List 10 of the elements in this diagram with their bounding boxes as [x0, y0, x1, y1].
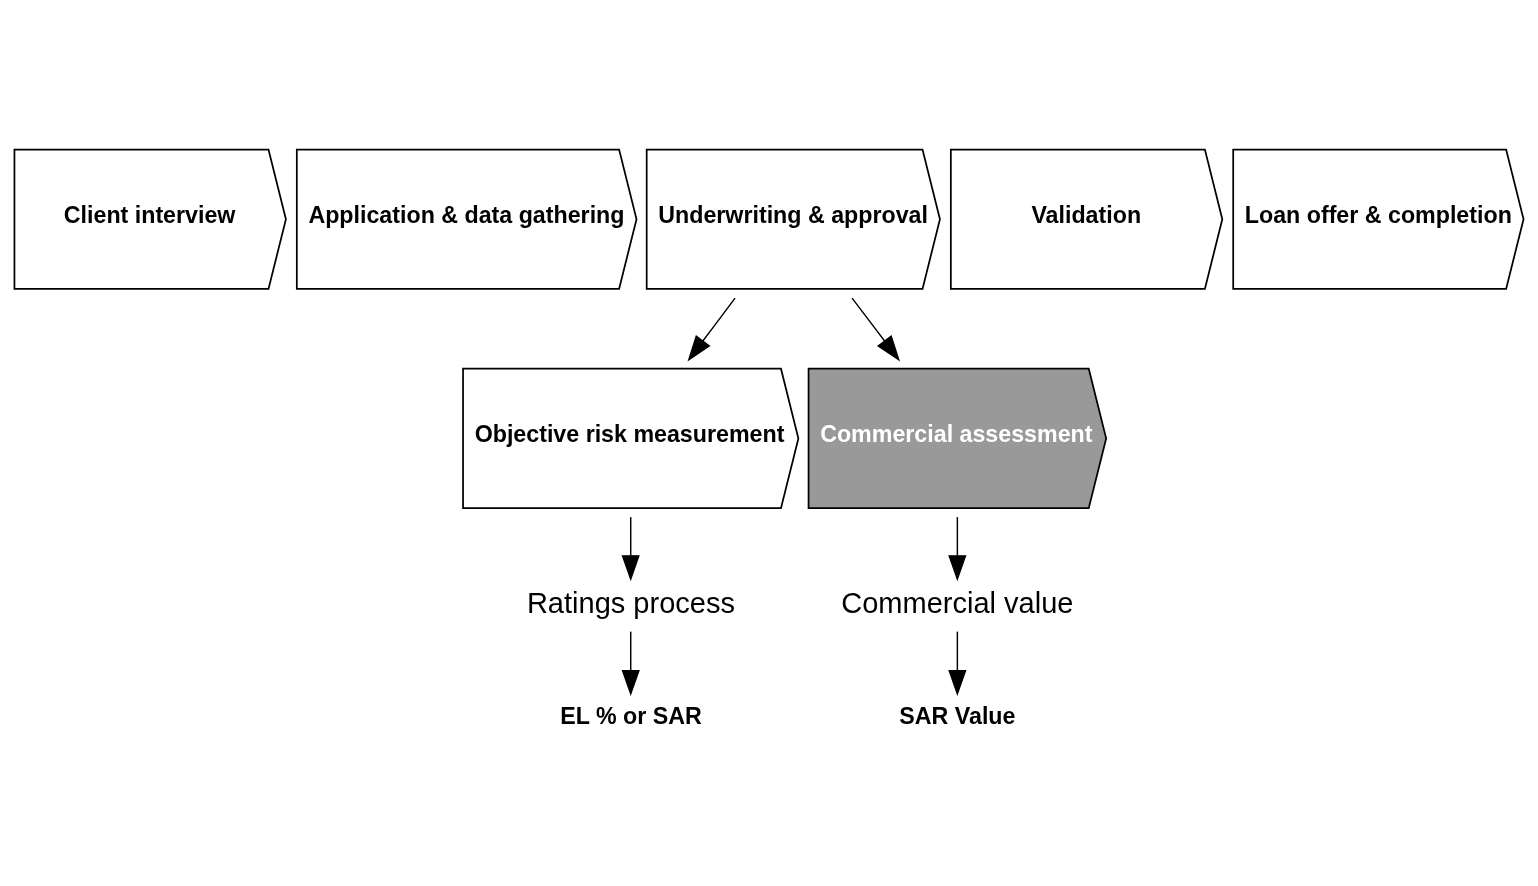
- arrow: [851, 296, 901, 361]
- arrow: [948, 515, 967, 581]
- arrow: [621, 515, 640, 581]
- node-text: Ratings process: [526, 586, 735, 619]
- arrow: [687, 296, 736, 361]
- arrow: [621, 630, 640, 696]
- node-text: Commercial value: [841, 586, 1074, 619]
- arrow: [948, 630, 967, 696]
- node-text: EL % or SAR: [560, 702, 702, 729]
- node-text: SAR Value: [899, 702, 1016, 729]
